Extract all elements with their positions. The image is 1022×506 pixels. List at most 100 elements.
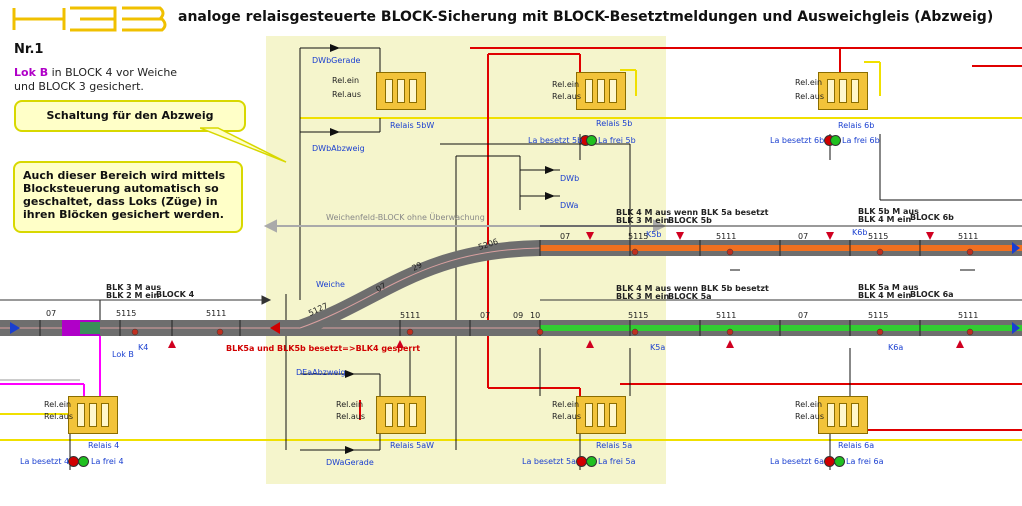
track-number: 5115: [116, 309, 137, 318]
lamp-label: La besetzt 5b: [528, 136, 583, 145]
track-number: 07: [798, 311, 809, 320]
lamp-frei-5b: [586, 135, 597, 146]
status-label: BLK 2 M ein: [106, 291, 160, 300]
rel-aus-label: Rel.aus: [336, 412, 366, 421]
lamp-frei-6b: [830, 135, 841, 146]
relay-name: Relais 5aW: [390, 441, 435, 450]
lamp-label: La besetzt 6a: [770, 457, 824, 466]
relay-4-block: [68, 396, 118, 434]
relay-5bw-block: [376, 72, 426, 110]
callout-pointer: [200, 127, 287, 163]
lamp-label: La besetzt 4: [20, 457, 70, 466]
diode-label: DWa: [560, 201, 579, 210]
rel-aus-label: Rel.aus: [552, 92, 582, 101]
relay-name: Relais 5bW: [390, 121, 435, 130]
rel-ein-label: Rel.ein: [552, 400, 580, 409]
weichenfeld-label: Weichenfeld-BLOCK ohne Überwachung: [326, 213, 485, 222]
lamp-frei-5a: [586, 456, 597, 467]
diode-label: DWbGerade: [312, 56, 361, 65]
contact-label: K4: [138, 343, 149, 352]
track-number: 07: [560, 232, 571, 241]
track-number: 07: [798, 232, 809, 241]
lok-name: Lok B: [14, 66, 49, 79]
diode-label: DWaGerade: [326, 458, 374, 467]
diode-label: DWbAbzweig: [312, 144, 365, 153]
rel-ein-label: Rel.ein: [44, 400, 72, 409]
track-number: 5115: [868, 311, 889, 320]
diode-label: DWb: [560, 174, 580, 183]
rel-aus-label: Rel.aus: [795, 412, 825, 421]
status-label: BLK 3 M ein: [616, 292, 670, 301]
page-title: analoge relaisgesteuerte BLOCK-Sicherung…: [178, 9, 994, 25]
lamp-label: La besetzt 6b: [770, 136, 825, 145]
callout-info: Auch dieser Bereich wird mittels Blockst…: [13, 161, 243, 233]
status-label: BLK 5a M aus: [858, 283, 919, 292]
rel-aus-label: Rel.aus: [795, 92, 825, 101]
rel-ein-label: Rel.ein: [795, 400, 823, 409]
track-number: 10: [530, 311, 541, 320]
lamp-label: La frei 6b: [842, 136, 880, 145]
lok-text-1: in BLOCK 4 vor Weiche: [48, 66, 178, 79]
track-number: 5111: [400, 311, 421, 320]
relay-5b-block: [576, 72, 626, 110]
rel-aus-label: Rel.aus: [332, 90, 362, 99]
status-label: BLK 4 M aus wenn BLK 5b besetzt: [616, 284, 769, 293]
lamp-label: La frei 6a: [846, 457, 884, 466]
relay-name: Relais 4: [88, 441, 120, 450]
track-number: 5111: [206, 309, 227, 318]
track-number: 09: [513, 311, 524, 320]
track-number: 07: [480, 311, 491, 320]
contact-label: K6a: [888, 343, 904, 352]
lamp-label: La frei 5a: [598, 457, 636, 466]
lamp-frei-6a: [834, 456, 845, 467]
track-number: 5111: [958, 311, 979, 320]
status-label: BLK 3 M ein: [616, 216, 670, 225]
block-label: BLOCK 5b: [668, 216, 712, 225]
relay-6b-block: [818, 72, 868, 110]
status-label: BLK 4 M aus wenn BLK 5a besetzt: [616, 208, 769, 217]
track-number: 5115: [868, 232, 889, 241]
relay-name: Relais 6a: [838, 441, 875, 450]
rel-ein-label: Rel.ein: [336, 400, 364, 409]
rel-aus-label: Rel.aus: [552, 412, 582, 421]
block-warning: BLK5a und BLK5b besetzt=>BLK4 gesperrt: [226, 344, 421, 353]
relay-6a-block: [818, 396, 868, 434]
block-label: BLOCK 5a: [668, 292, 712, 301]
block-label: BLOCK 6a: [910, 290, 954, 299]
track-number: 5115: [628, 232, 649, 241]
lamp-label: La besetzt 5a: [522, 457, 576, 466]
track-number: 5111: [958, 232, 979, 241]
relay-5a-block: [576, 396, 626, 434]
rel-ein-label: Rel.ein: [552, 80, 580, 89]
weiche-label: Weiche: [316, 280, 345, 289]
relay-name: Relais 6b: [838, 121, 875, 130]
rel-ein-label: Rel.ein: [795, 78, 823, 87]
rel-aus-label: Rel.aus: [44, 412, 74, 421]
relay-5aw-block: [376, 396, 426, 434]
callout-abzweig: Schaltung für den Abzweig: [14, 100, 246, 132]
lamp-frei-4: [78, 456, 89, 467]
block-label: BLOCK 4: [156, 290, 195, 299]
track-number: 5115: [628, 311, 649, 320]
status-label: BLK 5b M aus: [858, 207, 919, 216]
lamp-label: La frei 5b: [598, 136, 636, 145]
diode-label: DEaAbzweig: [296, 368, 346, 377]
relay-name: Relais 5a: [596, 441, 633, 450]
status-label: BLK 4 M ein: [858, 215, 912, 224]
status-label: BLK 3 M aus: [106, 283, 162, 292]
lamp-label: La frei 4: [91, 457, 124, 466]
rel-ein-label: Rel.ein: [332, 76, 360, 85]
diagram-number: Nr.1: [14, 42, 44, 57]
h3b-logo: [12, 6, 167, 32]
lok-status-text: Lok B in BLOCK 4 vor Weiche und BLOCK 3 …: [14, 66, 177, 94]
block-label: BLOCK 6b: [910, 213, 954, 222]
track-number: 07: [46, 309, 57, 318]
contact-label: K5b: [646, 230, 662, 239]
lok-b-label: Lok B: [112, 350, 134, 359]
track-number: 5111: [716, 232, 737, 241]
status-label: BLK 4 M ein: [858, 291, 912, 300]
track-number: 5111: [716, 311, 737, 320]
contact-label: K6b: [852, 228, 868, 237]
lok-text-2: und BLOCK 3 gesichert.: [14, 80, 144, 93]
